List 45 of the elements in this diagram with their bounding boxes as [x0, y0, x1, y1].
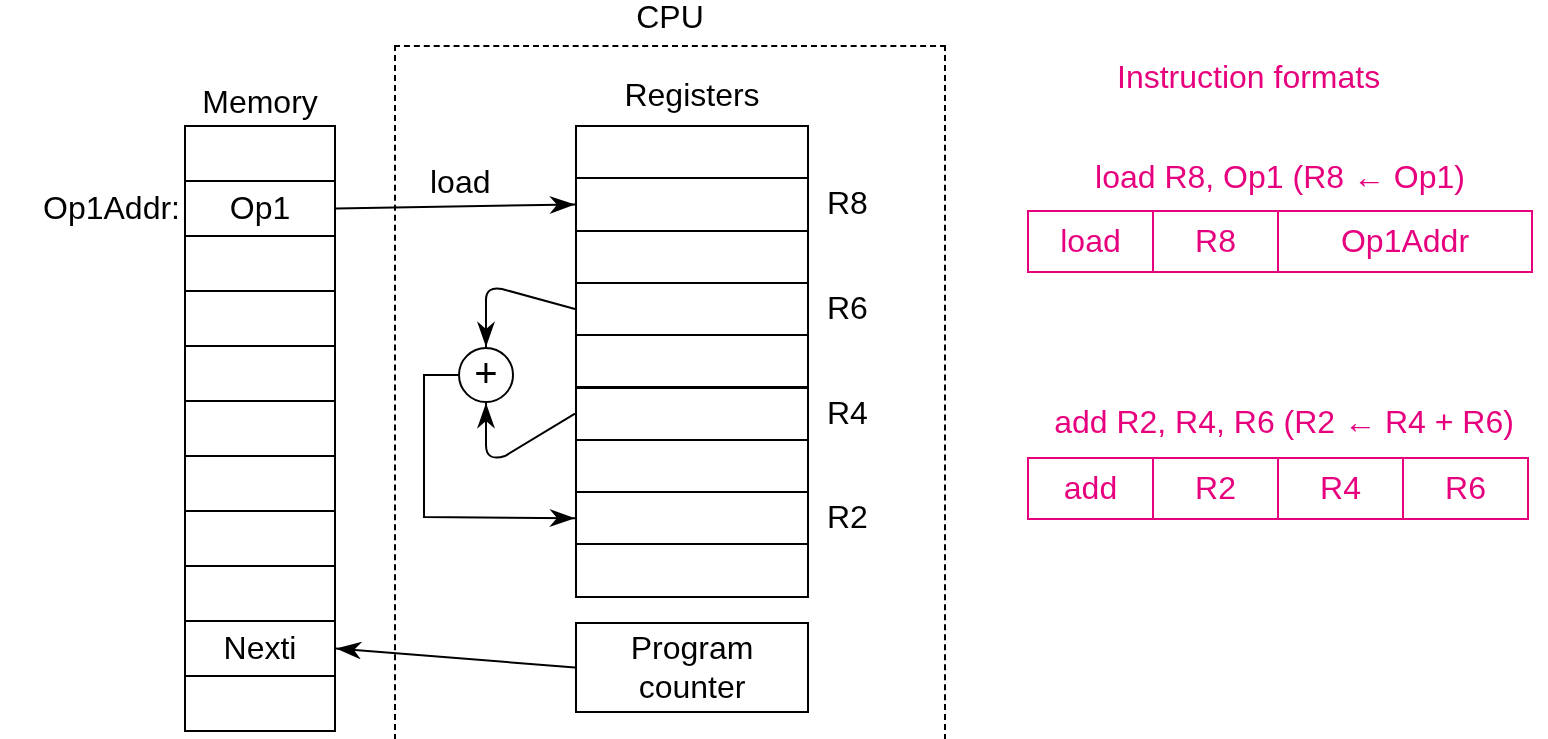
arrow: [477, 402, 576, 459]
instruction-format-heading: add R2, R4, R6 (R2 ← R4 + R6): [1054, 405, 1514, 441]
register-cell: [575, 438, 809, 494]
memory-cell: Op1: [184, 180, 336, 237]
register-cell: [575, 177, 809, 232]
register-cell: [575, 386, 809, 441]
instruction-field: add: [1027, 457, 1154, 520]
memory-cell: [184, 510, 336, 567]
register-cell: [575, 491, 809, 546]
instruction-format-heading: load R8, Op1 (R8 ← Op1): [1095, 160, 1465, 196]
arrow: [335, 641, 576, 669]
instruction-field: load: [1027, 210, 1154, 273]
adder-circle: +: [458, 347, 514, 403]
memory-cell: [184, 400, 336, 457]
address-label: Op1Addr:: [43, 190, 180, 226]
instruction-field: Op1Addr: [1277, 210, 1533, 273]
memory-cell: [184, 345, 336, 402]
register-name: R6: [827, 291, 868, 327]
memory-cell: [184, 565, 336, 622]
section-heading: Instruction formats: [1117, 60, 1381, 96]
registers-heading: Registers: [624, 78, 760, 114]
register-cell: [575, 334, 809, 389]
memory-cell: [184, 235, 336, 292]
instruction-field: R2: [1152, 457, 1279, 520]
register-cell: [575, 229, 809, 284]
memory-cell: [184, 455, 336, 512]
instruction-field: R4: [1277, 457, 1404, 520]
cpu-label: CPU: [636, 0, 704, 36]
register-name: R4: [827, 395, 868, 431]
memory-cell: Nexti: [184, 620, 336, 677]
memory-cell: [184, 290, 336, 347]
memory-cell: [184, 675, 336, 732]
arrow: [477, 287, 576, 348]
register-name: R8: [827, 186, 868, 222]
arrow: [423, 374, 576, 528]
program-counter-box: Program counter: [575, 622, 809, 713]
arrow: [335, 195, 576, 214]
instruction-field: R8: [1152, 210, 1279, 273]
memory-heading: Memory: [202, 85, 318, 121]
register-cell: [575, 543, 809, 598]
register-name: R2: [827, 500, 868, 536]
register-cell: [575, 125, 809, 180]
register-cell: [575, 281, 809, 337]
memory-cell: [184, 125, 336, 182]
instruction-field: R6: [1402, 457, 1529, 520]
